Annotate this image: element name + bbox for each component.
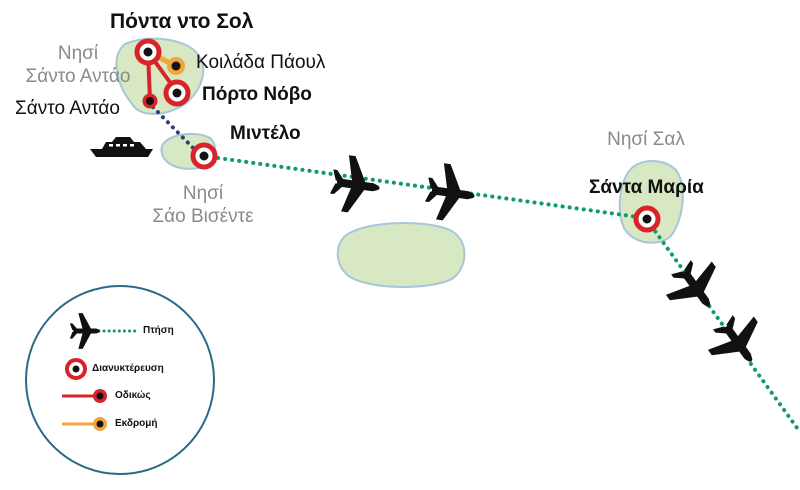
place-label-santo-antao-town: Σάντο Αντάο <box>15 98 120 119</box>
place-label-santa-maria: Σάντα Μαρία <box>589 177 704 198</box>
road-point-marker <box>142 93 158 109</box>
stay-marker-icon <box>134 38 162 66</box>
ship-icon <box>90 137 153 157</box>
excursion-marker-icon <box>93 417 107 431</box>
plane-icon <box>657 250 733 324</box>
stay-marker-icon <box>65 358 87 380</box>
legend-flight-label: Πτήση <box>143 325 174 336</box>
legend-road-label: Οδικώς <box>115 390 151 401</box>
ferry-route <box>146 100 202 157</box>
stay-marker-icon <box>633 205 661 233</box>
island-label-santo-antao: Νησί Σάντο Αντάο <box>25 43 131 87</box>
flight-route-sal-onward <box>645 218 800 434</box>
flight-route-mindelo-sal <box>202 154 647 220</box>
place-label-porto-novo: Πόρτο Νόβο <box>202 84 312 105</box>
plane-icon <box>422 161 479 225</box>
plane-icon <box>699 305 775 379</box>
stay-marker-icon <box>190 142 218 170</box>
plane-icon <box>327 153 384 217</box>
place-label-ponta-do-sol: Πόντα ντο Σολ <box>110 10 254 33</box>
legend-circle <box>25 285 215 475</box>
place-label-paul-valley: Κοιλάδα Πάουλ <box>196 52 326 73</box>
island-label-sao-vicente: Νησί Σάο Βισέντε <box>152 183 254 227</box>
excursion-marker-icon <box>167 57 185 75</box>
stay-marker-icon <box>163 79 191 107</box>
legend-excursion-label: Εκδρομή <box>115 418 158 429</box>
unnamed-island <box>336 222 466 288</box>
place-label-mindelo: Μιντέλο <box>230 123 301 144</box>
legend-road-marker <box>93 389 107 403</box>
island-label-sal: Νησί Σαλ <box>607 129 685 150</box>
legend-stay-label: Διανυκτέρευση <box>92 363 164 374</box>
